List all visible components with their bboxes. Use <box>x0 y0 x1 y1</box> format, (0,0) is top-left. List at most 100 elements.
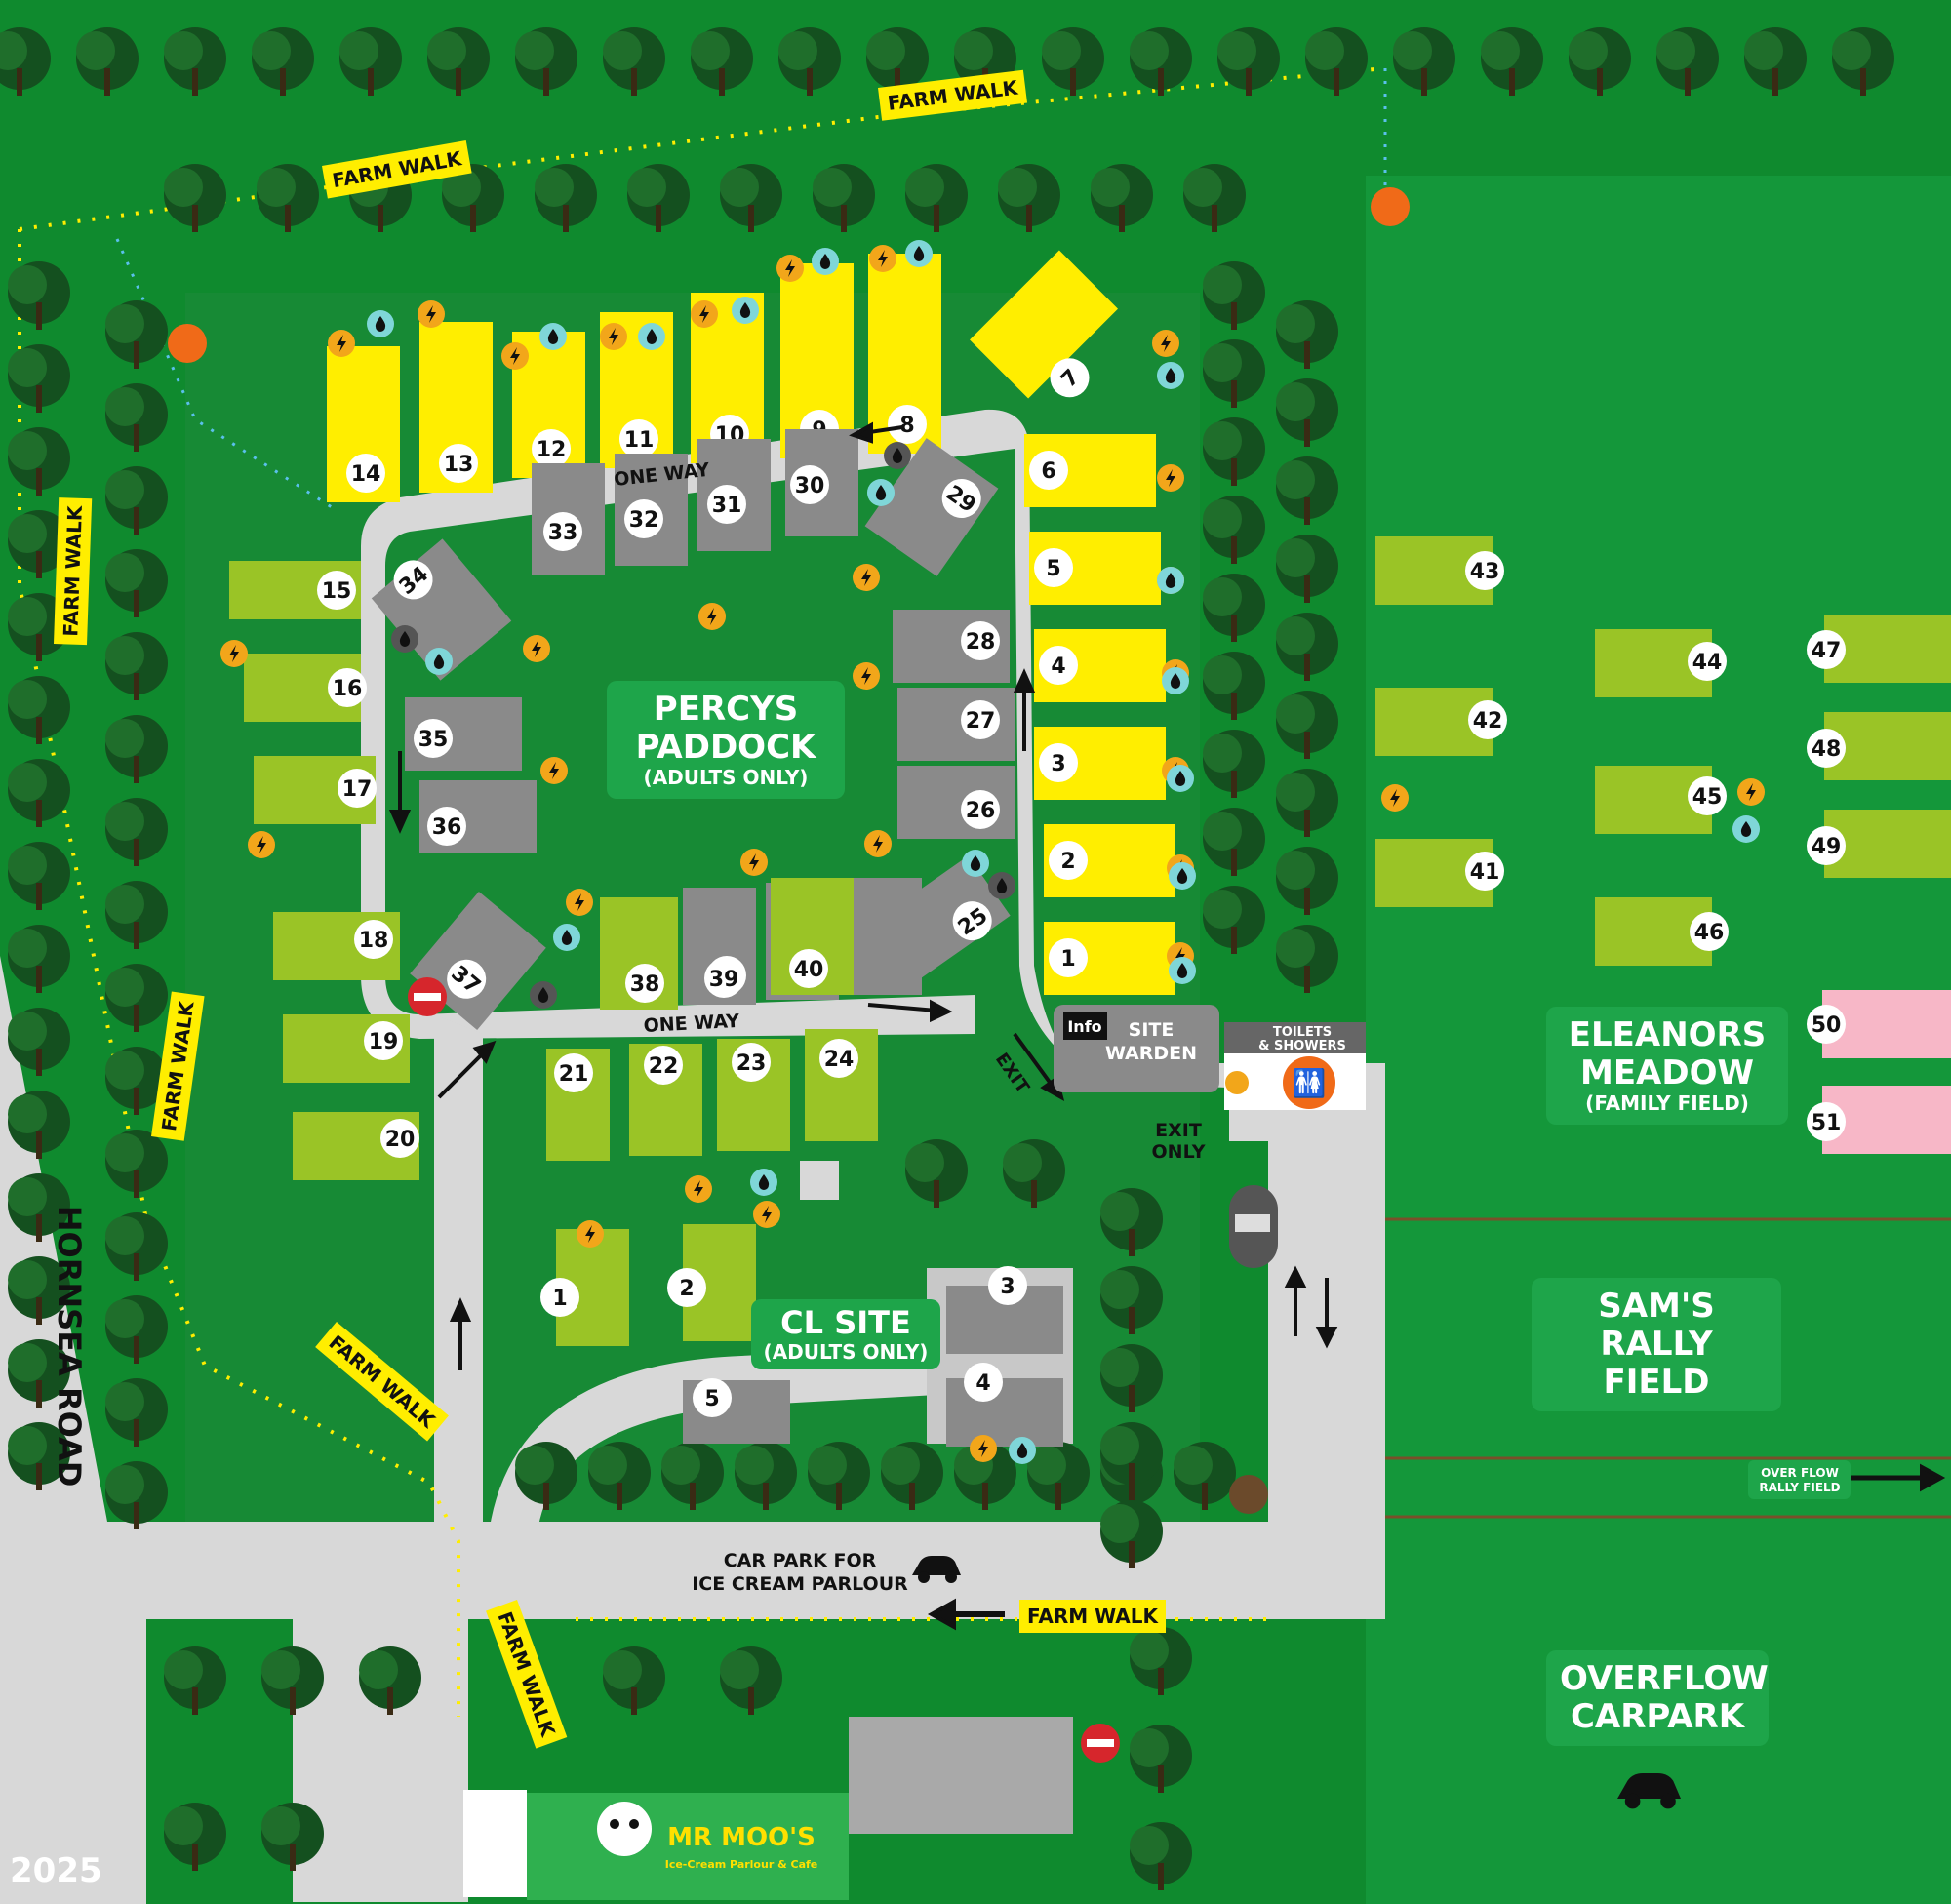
pitch[interactable]: 8 <box>868 254 941 454</box>
tree <box>1091 164 1153 232</box>
pitch[interactable]: 36 <box>419 780 537 853</box>
tree <box>1100 1188 1163 1256</box>
electric-hookup-icon <box>753 1201 780 1228</box>
pitch-number: 51 <box>1812 1111 1842 1135</box>
pitch[interactable]: 24 <box>805 1029 878 1141</box>
pitch[interactable]: 41 <box>1375 839 1504 907</box>
pitch[interactable]: 35 <box>405 697 522 771</box>
tree <box>105 964 168 1032</box>
tree <box>1276 925 1338 993</box>
pitch[interactable]: 2 <box>1044 824 1175 897</box>
tree <box>8 1173 70 1242</box>
tree <box>8 1256 70 1325</box>
tree <box>998 164 1060 232</box>
pitch[interactable]: 17 <box>254 756 377 824</box>
pitch-number: 36 <box>432 815 462 840</box>
pitch[interactable]: 21 <box>546 1049 610 1161</box>
pitch[interactable]: 26 <box>897 766 1015 839</box>
pitch[interactable]: 45 <box>1595 766 1727 834</box>
tree <box>105 549 168 617</box>
pitch[interactable]: 22 <box>629 1044 702 1156</box>
pitch-number: 23 <box>737 1051 767 1076</box>
tree <box>105 383 168 452</box>
pitch[interactable]: 18 <box>273 912 400 980</box>
gate-icon <box>1371 187 1410 226</box>
water-tap-icon <box>1157 567 1184 594</box>
toilets-showers-building[interactable]: TOILETS& SHOWERS 🚻 <box>1224 1022 1366 1110</box>
pitch[interactable]: 50 <box>1807 990 1951 1058</box>
road-name: HORNSEA ROAD <box>51 1206 88 1488</box>
pitch[interactable]: 28 <box>893 610 1010 683</box>
tree <box>535 164 597 232</box>
pitch[interactable]: 9 <box>780 263 854 458</box>
water-tap-icon <box>1732 815 1760 843</box>
water-tap-icon <box>812 248 839 275</box>
tree <box>603 27 665 96</box>
area-note: (FAMILY FIELD) <box>1585 1091 1749 1116</box>
tree <box>8 1091 70 1159</box>
pitch[interactable]: 20 <box>293 1112 419 1180</box>
pitch-number: 46 <box>1694 921 1725 945</box>
pitch[interactable]: 1 <box>540 1229 629 1346</box>
pitch[interactable]: 2 <box>667 1224 756 1341</box>
percys-paddock-road <box>361 409 1229 1088</box>
pitch-number: 22 <box>649 1054 679 1079</box>
pitch[interactable]: 13 <box>419 322 493 493</box>
pitch[interactable]: 23 <box>717 1039 790 1151</box>
pitch[interactable]: 5 <box>683 1378 790 1444</box>
tree <box>1276 378 1338 447</box>
pitch[interactable]: 44 <box>1595 629 1727 697</box>
tree <box>1130 1627 1192 1695</box>
tree <box>627 164 690 232</box>
pitch-number: 38 <box>630 972 660 997</box>
pitch[interactable]: 30 <box>785 429 858 536</box>
pitch[interactable]: 33 <box>532 463 605 575</box>
pitch[interactable]: 32 <box>615 454 688 566</box>
water-tap-icon <box>638 323 665 350</box>
pitch[interactable]: 27 <box>897 688 1015 761</box>
pitch[interactable]: 40 <box>771 878 854 995</box>
pitch[interactable]: 4 <box>1034 629 1166 702</box>
tree <box>1276 300 1338 369</box>
pitch[interactable]: 34 <box>367 534 512 681</box>
pitch[interactable]: 48 <box>1807 712 1951 780</box>
electric-hookup-icon <box>740 849 768 876</box>
pitch[interactable]: 6 <box>1024 434 1156 507</box>
pitch[interactable]: 15 <box>229 561 361 619</box>
pitch-number: 45 <box>1692 785 1723 810</box>
pitch[interactable]: 3 <box>1034 727 1166 800</box>
pitch[interactable]: 43 <box>1375 536 1504 605</box>
pitch[interactable]: 3 <box>946 1266 1063 1354</box>
pitch[interactable]: 7 <box>969 250 1142 422</box>
tree <box>105 1461 168 1529</box>
tree <box>691 27 753 96</box>
tree <box>1130 1822 1192 1890</box>
pitch[interactable]: 46 <box>1595 897 1729 966</box>
pitch[interactable]: 31 <box>697 439 771 551</box>
electric-hookup-icon <box>220 640 248 667</box>
mr-moos-ice-cream-parlour[interactable]: MR MOO'S Ice-Cream Parlour & Cafe <box>527 1793 849 1900</box>
tree <box>1203 886 1265 954</box>
pitch[interactable]: 42 <box>1375 688 1507 756</box>
pitch-number: 50 <box>1812 1013 1842 1038</box>
pitch[interactable]: 4 <box>946 1363 1063 1447</box>
tree <box>1183 164 1246 232</box>
tree <box>588 1442 651 1510</box>
pitch[interactable]: 47 <box>1807 615 1951 683</box>
pitch-number: 5 <box>704 1387 719 1411</box>
pitch[interactable]: 12 <box>512 332 585 478</box>
pitch[interactable]: 38 <box>600 897 678 1010</box>
pitch[interactable]: 5 <box>1029 532 1161 605</box>
pitch[interactable]: 1 <box>1044 922 1175 995</box>
pitch[interactable]: 49 <box>1807 810 1951 878</box>
pitch-number: 19 <box>369 1030 399 1054</box>
water-tap-icon <box>867 479 895 506</box>
tree <box>105 1295 168 1364</box>
pitch[interactable]: 51 <box>1807 1086 1951 1154</box>
pitch[interactable]: 16 <box>244 654 367 722</box>
pitch[interactable]: 29 <box>864 438 999 576</box>
electric-hookup-icon <box>853 564 880 591</box>
pitch[interactable]: 19 <box>283 1014 410 1083</box>
pitch[interactable]: 14 <box>327 346 400 502</box>
